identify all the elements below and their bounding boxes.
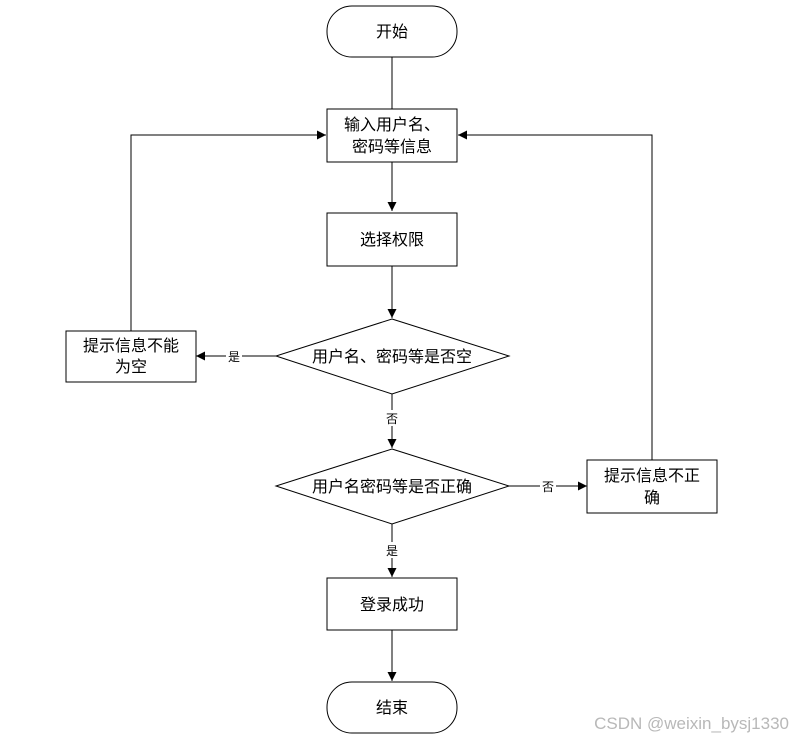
edge-label-empty-no: 否 xyxy=(386,412,398,426)
end-label: 结束 xyxy=(376,698,408,717)
select-permission-box: 选择权限 xyxy=(326,212,458,267)
edge-label-correct-no: 否 xyxy=(542,480,554,494)
edge-wrong-msg-back-to-input xyxy=(458,130,653,460)
wrong-message-box: 提示信息不正 确 xyxy=(586,459,718,514)
check-correct-decision: 用户名密码等是否正确 xyxy=(274,448,511,525)
check-empty-decision: 用户名、密码等是否空 xyxy=(274,318,511,395)
edge-empty-msg-back-to-input xyxy=(130,130,326,331)
start-terminator: 开始 xyxy=(326,5,458,58)
login-success-label: 登录成功 xyxy=(360,595,424,614)
input-credentials-box: 输入用户名、 密码等信息 xyxy=(326,108,458,163)
end-terminator: 结束 xyxy=(326,681,458,734)
empty-message-line1: 提示信息不能 xyxy=(83,336,179,355)
check-empty-label: 用户名、密码等是否空 xyxy=(312,347,472,366)
check-correct-label: 用户名密码等是否正确 xyxy=(312,477,472,496)
empty-message-line2: 为空 xyxy=(115,357,147,376)
edge-label-correct-yes: 是 xyxy=(386,544,398,558)
input-credentials-line2: 密码等信息 xyxy=(352,137,432,156)
empty-message-box: 提示信息不能 为空 xyxy=(65,330,197,383)
wrong-message-line1: 提示信息不正 xyxy=(604,466,700,485)
start-label: 开始 xyxy=(376,22,408,41)
edge-label-empty-yes: 是 xyxy=(228,350,240,364)
input-credentials-line1: 输入用户名、 xyxy=(344,115,440,134)
login-success-box: 登录成功 xyxy=(326,577,458,631)
select-permission-label: 选择权限 xyxy=(360,230,424,249)
watermark-text: CSDN @weixin_bysj1330 xyxy=(594,714,789,733)
wrong-message-line2: 确 xyxy=(644,488,660,507)
